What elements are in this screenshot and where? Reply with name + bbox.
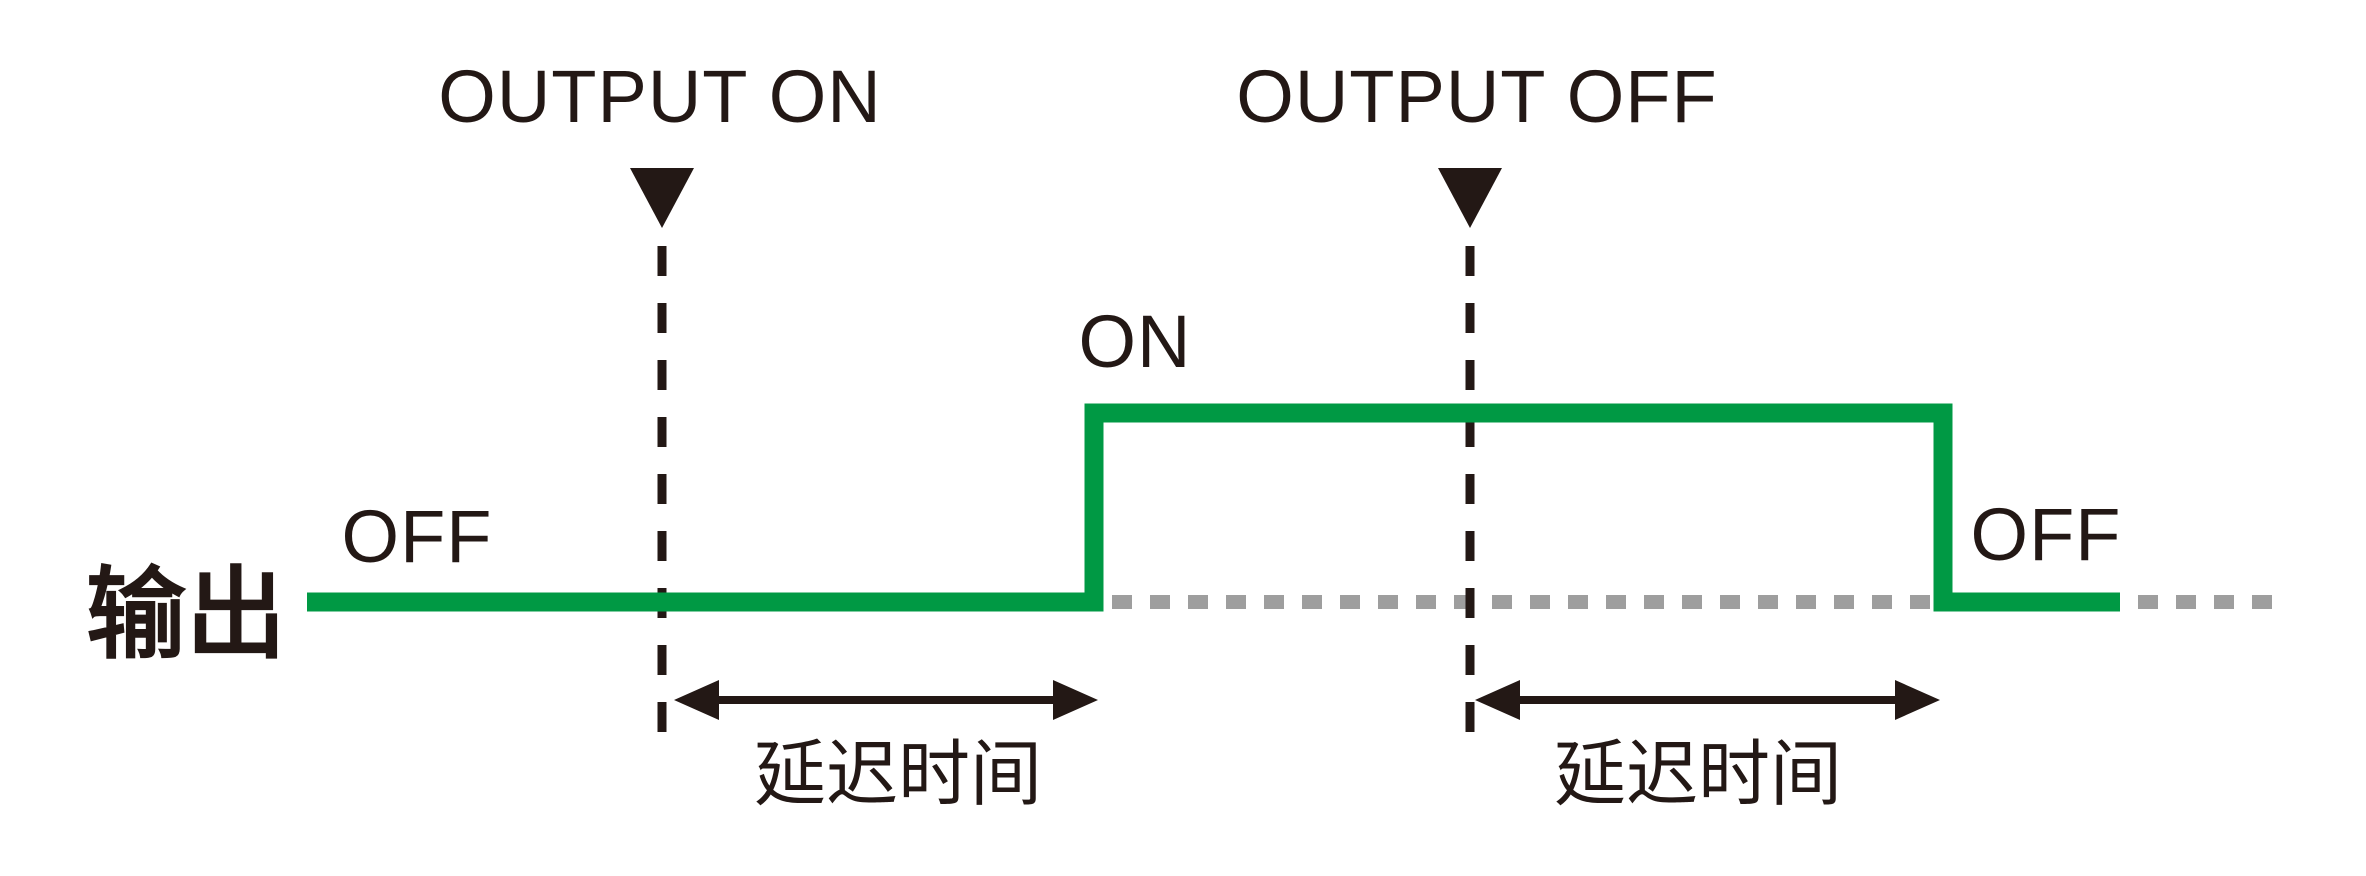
state-off-initial-label: OFF xyxy=(341,495,493,578)
on-delay-arrowhead-right-icon xyxy=(1053,680,1098,720)
on-delay-span-arrow xyxy=(674,680,1098,720)
off-delay-span-arrow xyxy=(1475,680,1940,720)
output-off-marker-icon xyxy=(1438,168,1502,228)
on-delay-time-label: 延迟时间 xyxy=(753,735,1043,815)
output-off-label: OUTPUT OFF xyxy=(1236,55,1718,138)
on-delay-arrowhead-left-icon xyxy=(674,680,719,720)
off-delay-arrowhead-left-icon xyxy=(1475,680,1520,720)
off-delay-time-label: 延迟时间 xyxy=(1553,735,1843,815)
state-on-label: ON xyxy=(1078,300,1192,383)
channel-output-label: 输出 xyxy=(86,559,286,671)
output-on-label: OUTPUT ON xyxy=(438,55,882,138)
output-signal-waveform xyxy=(307,403,2120,612)
output-on-marker-icon xyxy=(630,168,694,228)
off-delay-arrowhead-right-icon xyxy=(1895,680,1940,720)
state-off-final-label: OFF xyxy=(1970,493,2122,576)
